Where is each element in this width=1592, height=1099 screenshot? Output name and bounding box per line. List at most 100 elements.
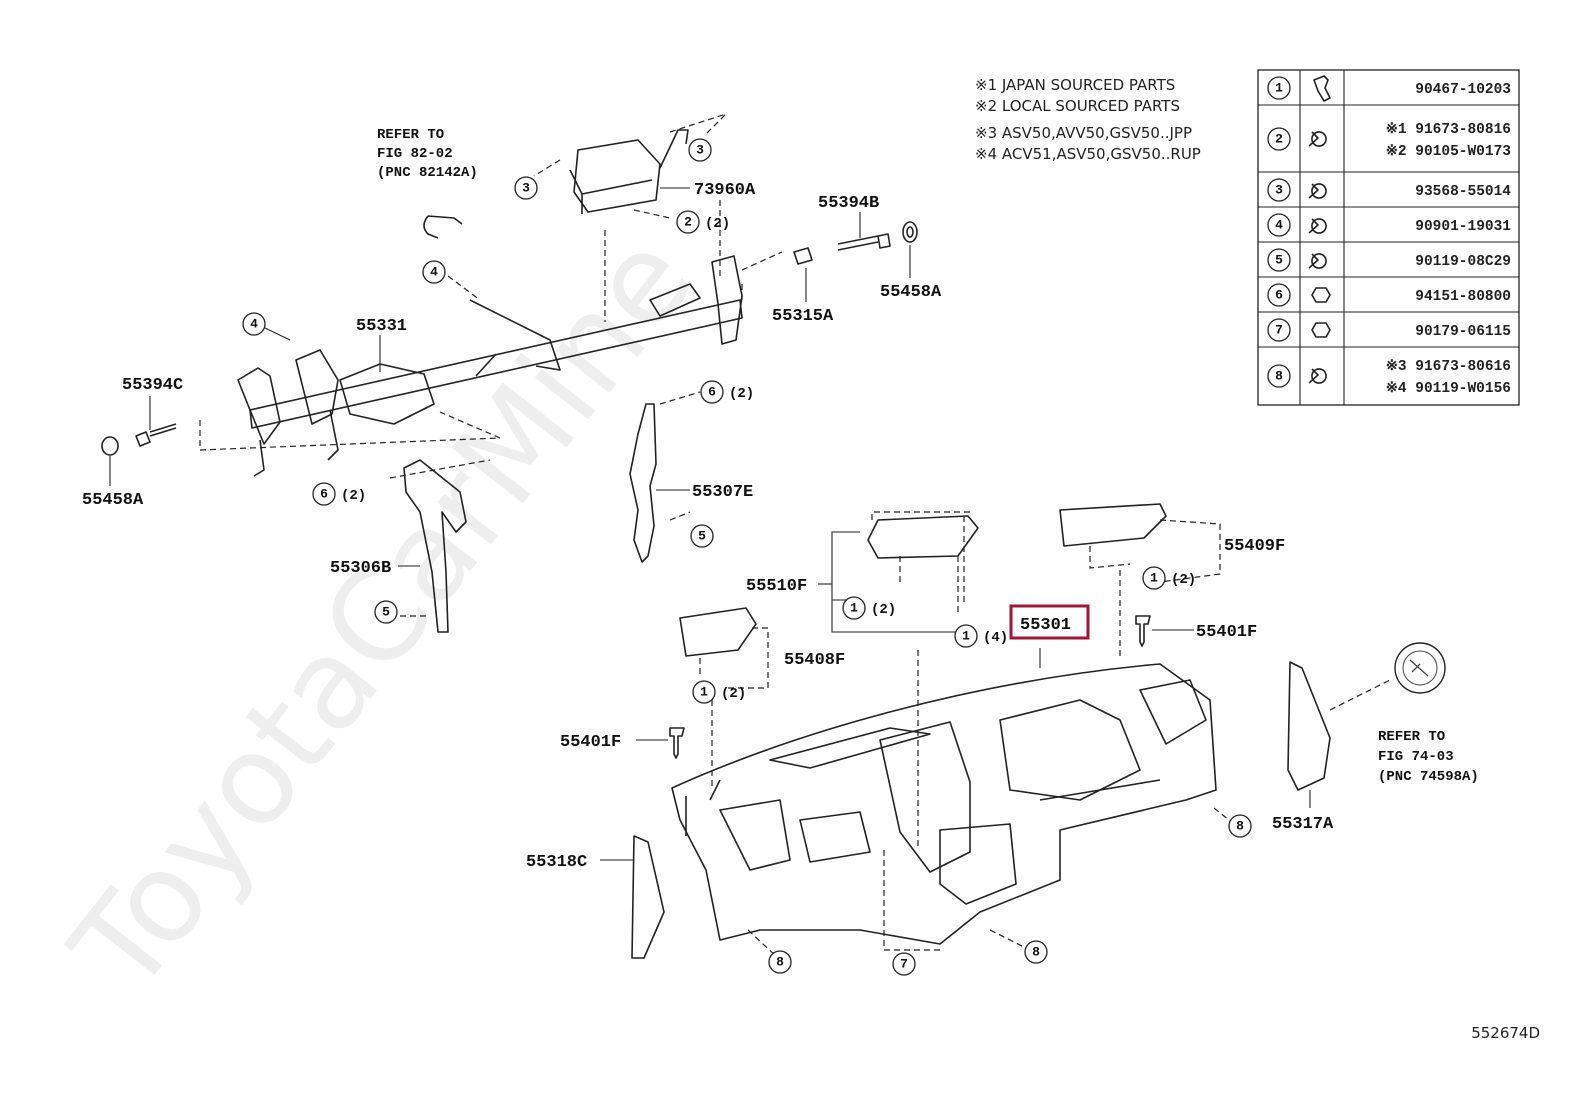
part-number: 94151-80800: [1415, 289, 1511, 305]
callout-number: 3: [696, 143, 704, 158]
screw-icon: [1308, 131, 1327, 147]
callout-number: 5: [698, 529, 706, 544]
callout-circle: [422, 260, 446, 284]
row-index: 8: [1275, 369, 1283, 384]
callout-circle: [700, 380, 724, 404]
part-label: 55510F: [746, 577, 807, 596]
reference-line: FIG 82-02: [377, 146, 453, 162]
callout-number: 3: [522, 181, 530, 196]
part-number: ※2 90105-W0173: [1386, 143, 1511, 160]
part-number: ※1 91673-80816: [1386, 121, 1511, 138]
brace-55306B: [389, 459, 491, 633]
part-label: 55401F: [1196, 623, 1257, 642]
part-label: 55394C: [122, 376, 183, 395]
callout-qty: (2): [871, 602, 896, 618]
part-label: 55394B: [818, 194, 879, 213]
row-index: 2: [1275, 132, 1283, 147]
instrument-panel-55301: [671, 648, 1217, 945]
row-index: 4: [1275, 218, 1283, 233]
callout-number: 2: [684, 215, 692, 230]
reference-fig74: REFER TO FIG 74-03 (PNC 74598A): [1378, 729, 1479, 785]
callout-number: 7: [900, 957, 908, 972]
figure-id: 552674D: [1471, 1024, 1540, 1042]
part-number: 93568-55014: [1415, 184, 1511, 200]
clip-55401F-left: [669, 727, 685, 759]
part-number: 90901-19031: [1415, 219, 1511, 235]
row-index: 3: [1275, 183, 1283, 198]
screw-icon: [1308, 253, 1327, 269]
callout-circle: [690, 524, 714, 548]
nut-icon: [1311, 322, 1331, 338]
part-label: 55408F: [784, 651, 845, 670]
nut-icon: [1311, 287, 1331, 303]
callout-number: 8: [776, 955, 784, 970]
reference-line: FIG 74-03: [1378, 749, 1454, 765]
callout-number: 4: [250, 317, 258, 332]
callout-circle: [312, 482, 336, 506]
table-row: 6 94151-80800: [1267, 283, 1511, 307]
row-index: 1: [1275, 81, 1283, 96]
callout-number: 4: [430, 265, 438, 280]
row-index: 7: [1275, 323, 1283, 338]
screw-icon: [1308, 368, 1327, 384]
part-label: 55301: [1020, 616, 1071, 635]
panel-55409F: [1059, 503, 1221, 660]
callout-qty: (2): [341, 488, 366, 504]
screw-icon: [1308, 218, 1327, 234]
part-number: ※3 91673-80616: [1386, 358, 1511, 375]
fastener-table: 1 90467-10203 2 ※1 91673-80816 ※2 90105-…: [1257, 69, 1520, 406]
callout-circle: [1228, 814, 1252, 838]
part-number: 90119-08C29: [1415, 254, 1511, 270]
note-1: ※1 JAPAN SOURCED PARTS: [975, 76, 1175, 94]
part-label: 55306B: [330, 559, 391, 578]
callout-number: 6: [708, 385, 716, 400]
callout-circle: [676, 210, 700, 234]
callout-qty: (2): [729, 386, 754, 402]
part-label: 55317A: [1272, 815, 1334, 834]
callout-qty: (4): [983, 630, 1008, 646]
bolt-55394C: [135, 423, 177, 447]
reference-line: REFER TO: [1378, 729, 1445, 745]
reference-line: (PNC 74598A): [1378, 769, 1479, 785]
callout-qty: (2): [721, 686, 746, 702]
notes-block: ※1 JAPAN SOURCED PARTS ※2 LOCAL SOURCED …: [975, 76, 1201, 163]
callout-number: 1: [1150, 571, 1158, 586]
row-index: 5: [1275, 253, 1283, 268]
callout-qty: (2): [705, 216, 730, 232]
side-cover-55318C: [600, 835, 665, 959]
callout-circle: [954, 624, 978, 648]
reference-line: REFER TO: [377, 127, 444, 143]
note-3: ※3 ASV50,AVV50,GSV50..JPP: [975, 124, 1192, 142]
table-row: 3 93568-55014: [1267, 178, 1511, 202]
callout-number: 6: [320, 487, 328, 502]
clip-icon: [1313, 75, 1331, 102]
part-number: ※4 90119-W0156: [1386, 380, 1511, 397]
part-label: 55458A: [82, 491, 144, 510]
part-label: 55315A: [772, 307, 834, 326]
note-4: ※4 ACV51,ASV50,GSV50..RUP: [975, 145, 1201, 163]
part-label: 55409F: [1224, 537, 1285, 556]
callout-circle: [242, 312, 266, 336]
callout-circle: [514, 176, 538, 200]
part-label: 73960A: [694, 181, 756, 200]
screw-icon: [1308, 183, 1327, 199]
table-row: 5 90119-08C29: [1267, 248, 1511, 272]
callout-circle: [374, 600, 398, 624]
cap-55458A-right: [902, 221, 918, 243]
callout-number: 8: [1032, 945, 1040, 960]
cap-55458A-left: [101, 436, 119, 456]
part-label: 55318C: [526, 853, 587, 872]
reinforcement-beam-55331: [199, 251, 783, 477]
reference-fig82: REFER TO FIG 82-02 (PNC 82142A): [377, 127, 478, 181]
callout-circle: [1024, 940, 1048, 964]
reference-line: (PNC 82142A): [377, 165, 478, 181]
bolt-55394B: [837, 233, 891, 251]
brace-55307E: [629, 391, 701, 563]
highlight-box: [1009, 604, 1090, 640]
callout-number: 1: [700, 685, 708, 700]
table-row: 2 ※1 91673-80816 ※2 90105-W0173: [1267, 121, 1511, 160]
part-number: 90179-06115: [1415, 324, 1511, 340]
airbag-73960A: [533, 113, 727, 322]
part-label: 55307E: [692, 483, 753, 502]
